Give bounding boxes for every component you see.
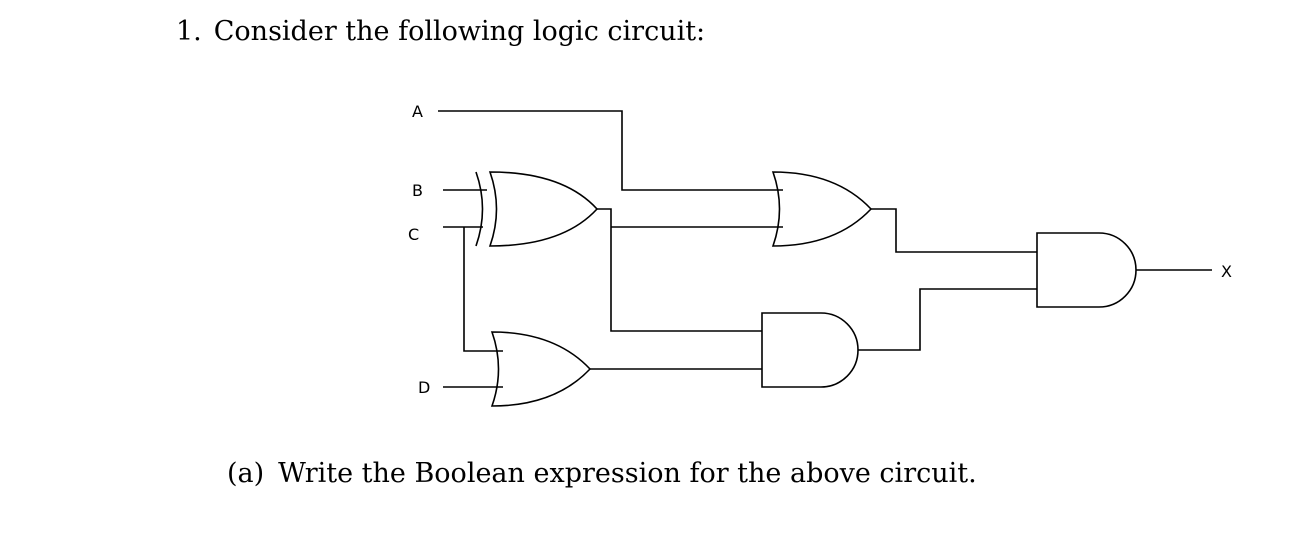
- question-text: Consider the following logic circuit:: [213, 16, 706, 47]
- subquestion-label: (a): [227, 458, 265, 489]
- xor-gate: [475, 171, 599, 247]
- wire-a: [438, 110, 783, 191]
- subquestion-text: Write the Boolean expression for the abo…: [278, 458, 977, 489]
- wire-c-branch: [463, 227, 503, 352]
- and-gate-middle: [761, 312, 859, 388]
- wire-and-mid-out: [858, 288, 1037, 351]
- wire-or-top-out: [871, 208, 1037, 253]
- input-label-d: D: [418, 378, 430, 397]
- output-label-x: X: [1221, 262, 1232, 281]
- or-gate-top: [771, 171, 873, 247]
- question-heading: 1. Consider the following logic circuit:: [176, 14, 705, 50]
- input-label-b: B: [412, 181, 423, 200]
- input-label-a: A: [412, 102, 423, 121]
- subquestion: (a) Write the Boolean expression for the …: [227, 456, 977, 492]
- and-gate-output: [1036, 232, 1137, 308]
- wire-xor-out: [597, 208, 762, 332]
- input-label-c: C: [408, 225, 419, 244]
- question-number: 1.: [176, 16, 202, 47]
- or-gate-bottom: [490, 331, 592, 407]
